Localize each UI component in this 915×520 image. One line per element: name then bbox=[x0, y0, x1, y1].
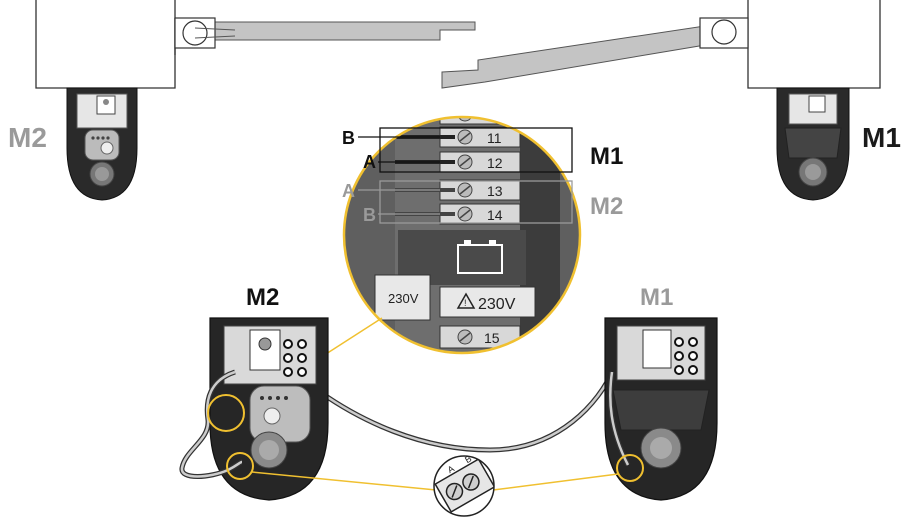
svg-text:13: 13 bbox=[487, 183, 503, 199]
cable-term-label-a: A bbox=[446, 463, 456, 475]
m1-terminal-group bbox=[358, 127, 573, 173]
wire-a-m2: A bbox=[342, 181, 355, 201]
left-motor-entry-highlight bbox=[207, 394, 245, 432]
left-gate-arm bbox=[174, 17, 476, 49]
svg-text:!: ! bbox=[464, 298, 467, 308]
battery-icon bbox=[457, 240, 503, 274]
terminal-zoom-callout: 10 11 12 13 14 bbox=[342, 115, 582, 355]
right-motor-gland-highlight bbox=[616, 454, 644, 482]
warning-triangle-icon: ! bbox=[456, 292, 476, 309]
label-motor-top-left: M2 bbox=[8, 122, 47, 153]
terminal-row-10: 10 bbox=[439, 117, 521, 125]
terminal-row-12: 12 bbox=[439, 151, 521, 173]
left-motor-gland-highlight bbox=[226, 452, 254, 480]
cable-terminal-detail: A B bbox=[433, 453, 495, 517]
svg-text:15: 15 bbox=[484, 330, 500, 346]
label-motor-top-right: M1 bbox=[862, 122, 901, 153]
motor-bottom-left bbox=[209, 317, 329, 501]
wire-b-m2: B bbox=[363, 205, 376, 225]
right-pillar bbox=[747, 0, 881, 89]
terminal-callout-line-left bbox=[251, 471, 437, 491]
label-motor-bottom-left: M2 bbox=[246, 284, 279, 311]
voltage-label-side: 230V bbox=[388, 291, 419, 306]
left-pillar bbox=[35, 0, 176, 89]
motor-bottom-right bbox=[604, 317, 718, 501]
svg-text:14: 14 bbox=[487, 207, 503, 223]
motor-link-cable bbox=[318, 371, 615, 453]
cable-term-label-b: B bbox=[463, 453, 473, 465]
voltage-label-main: 230V bbox=[478, 296, 516, 313]
right-gate-arm bbox=[441, 17, 749, 89]
terminal-row-13: 13 bbox=[439, 179, 521, 201]
svg-text:12: 12 bbox=[487, 155, 503, 171]
wire-b-m1: B bbox=[342, 128, 355, 148]
label-group-m2: M2 bbox=[590, 193, 623, 220]
label-group-m1: M1 bbox=[590, 143, 623, 170]
motor-top-right bbox=[776, 87, 850, 201]
svg-text:11: 11 bbox=[487, 130, 502, 146]
terminal-callout-line-right bbox=[492, 473, 619, 491]
m2-terminal-group bbox=[358, 180, 573, 224]
terminal-row-11: 11 bbox=[439, 126, 521, 148]
terminal-row-15: 15 bbox=[439, 325, 521, 349]
wire-a-m1: A bbox=[363, 152, 376, 172]
label-motor-bottom-right: M1 bbox=[640, 284, 673, 311]
motor-top-left bbox=[66, 87, 138, 201]
